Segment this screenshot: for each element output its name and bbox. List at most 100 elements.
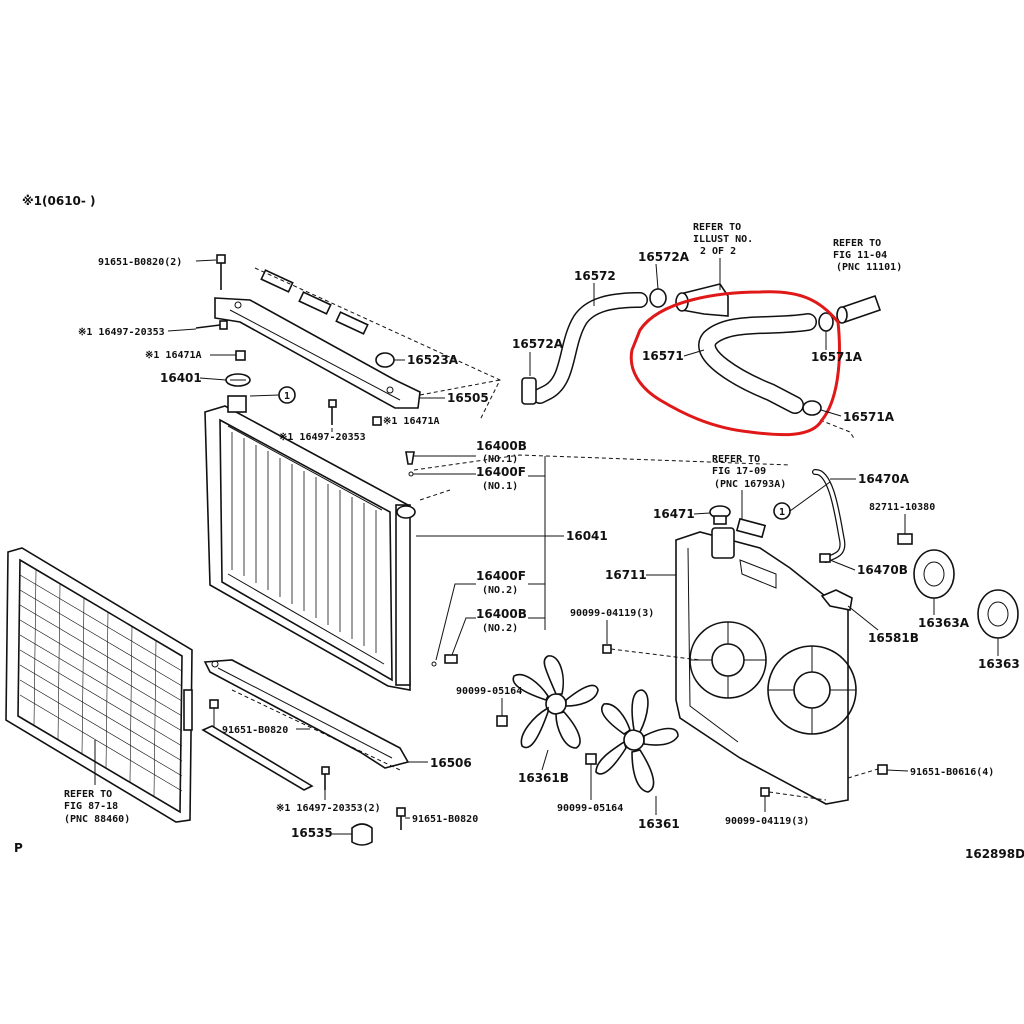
cushion-16535 <box>351 823 373 846</box>
label-no2-a: (NO.2) <box>482 585 518 596</box>
label-82711-10380: 82711-10380 <box>869 502 935 513</box>
label-16401: 16401 <box>160 371 202 385</box>
label-91651-b0820-a: 91651-B0820 <box>222 725 288 736</box>
label-16572: 16572 <box>574 269 616 283</box>
svg-text:(PNC 16793A): (PNC 16793A) <box>714 479 786 490</box>
upper-support-16505 <box>214 297 421 409</box>
svg-text:FIG 87-18: FIG 87-18 <box>64 801 118 812</box>
clamp-16572a-top <box>649 288 667 308</box>
hose-16571 <box>698 313 817 414</box>
bolt-91651-b0820-lower-right <box>396 807 406 830</box>
label-16400b-2: 16400B <box>476 607 527 621</box>
connector-82711 <box>897 533 913 545</box>
page-marker: P <box>14 841 23 855</box>
svg-text:1: 1 <box>779 507 785 518</box>
label-16041: 16041 <box>566 529 608 543</box>
label-16471a-b: ※1 16471A <box>383 416 440 427</box>
label-16363: 16363 <box>978 657 1020 671</box>
clamp-16470b <box>819 553 831 563</box>
bolt-90099-04119-a <box>602 644 701 661</box>
callout-circle-1-a: 1 <box>249 386 296 404</box>
label-16571: 16571 <box>642 349 684 363</box>
label-16470a: 16470A <box>858 472 910 486</box>
label-90099-05164-a: 90099-05164 <box>456 686 522 697</box>
svg-text:1: 1 <box>284 391 290 402</box>
reservoir-cap-16471 <box>709 505 731 525</box>
lower-support-16506 <box>203 659 410 769</box>
fan-motor-16363a <box>913 549 955 599</box>
label-90099-04119-3-a: 90099-04119(3) <box>570 608 654 619</box>
clip-16471a-right <box>372 416 382 426</box>
label-91651-b0616-4: 91651-B0616(4) <box>910 767 994 778</box>
label-16400f-2: 16400F <box>476 569 526 583</box>
svg-text:REFER TO: REFER TO <box>64 789 112 800</box>
cap-16523a <box>375 352 395 368</box>
svg-text:FIG 17-09: FIG 17-09 <box>712 466 766 477</box>
ref-illust-2of2: REFER TO ILLUST NO. 2 OF 2 <box>693 222 753 290</box>
figure-code: 162898D <box>965 847 1024 861</box>
svg-text:ILLUST NO.: ILLUST NO. <box>693 234 753 245</box>
ref-fig-11-04: REFER TO FIG 11-04 (PNC 11101) <box>833 238 902 273</box>
label-16535: 16535 <box>291 826 333 840</box>
clip-16471a-left <box>235 350 246 361</box>
ref-fig-87-18: REFER TO FIG 87-18 (PNC 88460) <box>64 740 130 825</box>
drain-plug-16400b-2 <box>444 654 458 664</box>
bolt-91651-b0820-lower-left <box>209 699 219 709</box>
bracket-16581b <box>820 589 853 611</box>
callout-circle-1-b: 1 <box>773 481 831 520</box>
label-16470b: 16470B <box>857 563 908 577</box>
svg-text:(PNC 88460): (PNC 88460) <box>64 814 130 825</box>
bolt-16497-lower <box>321 766 330 790</box>
svg-text:FIG 11-04: FIG 11-04 <box>833 250 887 261</box>
applicability-note: ※1(0610- ) <box>22 194 96 208</box>
label-16497-20353-a: ※1 16497-20353 <box>78 327 165 338</box>
label-16497-20353-2: ※1 16497-20353(2) <box>276 803 381 814</box>
fan-shroud-16711 <box>675 527 857 805</box>
label-16572a-left: 16572A <box>512 337 564 351</box>
oring-16400f-2 <box>431 661 437 667</box>
ac-condenser <box>5 547 193 823</box>
fan-16361 <box>595 689 679 793</box>
label-16581b: 16581B <box>868 631 919 645</box>
reservoir-hose-16470a <box>812 469 846 563</box>
bolt-16497-left <box>195 320 228 330</box>
label-16497-20353-b: ※1 16497-20353 <box>279 432 366 443</box>
label-16523a: 16523A <box>407 353 459 367</box>
lower-insulator-strip <box>201 725 314 791</box>
label-16363a: 16363A <box>918 616 970 630</box>
svg-text:REFER TO: REFER TO <box>712 454 760 465</box>
nut-90099-05164-a <box>496 715 508 727</box>
label-16400b-1: 16400B <box>476 439 527 453</box>
bolt-91651-b0820-top <box>216 254 226 290</box>
label-16571a-lower: 16571A <box>843 410 895 424</box>
ref-fig-17-09: REFER TO FIG 17-09 (PNC 16793A) <box>712 454 786 520</box>
label-16361b: 16361B <box>518 771 569 785</box>
svg-text:REFER TO: REFER TO <box>693 222 741 233</box>
oring-16400f-1 <box>408 471 414 477</box>
engine-pipe-ref <box>836 294 882 324</box>
label-no1-a: (NO.1) <box>482 454 518 465</box>
radiator-16041 <box>204 395 416 691</box>
nut-90099-05164-b <box>585 753 597 765</box>
warning-label <box>735 517 767 539</box>
label-90099-05164-b: 90099-05164 <box>557 803 623 814</box>
label-16506: 16506 <box>430 756 472 770</box>
clamp-16572a-left <box>521 377 537 405</box>
fan-motor-16363 <box>977 589 1019 639</box>
label-16400f-1: 16400F <box>476 465 526 479</box>
insulator-pads <box>260 269 369 335</box>
outline-dash-top <box>254 267 501 421</box>
svg-text:(PNC 11101): (PNC 11101) <box>836 262 902 273</box>
label-90099-04119-3-b: 90099-04119(3) <box>725 816 809 827</box>
label-no1-b: (NO.1) <box>482 481 518 492</box>
label-91651-b0820-2: 91651-B0820(2) <box>98 257 182 268</box>
radiator-cap-16401 <box>225 373 251 387</box>
svg-text:REFER TO: REFER TO <box>833 238 881 249</box>
bolt-91651-b0616 <box>847 764 888 779</box>
fan-16361b <box>512 655 599 749</box>
label-91651-b0820-b: 91651-B0820 <box>412 814 478 825</box>
bolt-16497-mid <box>328 399 337 425</box>
drain-plug-16400b-1 <box>405 451 415 465</box>
